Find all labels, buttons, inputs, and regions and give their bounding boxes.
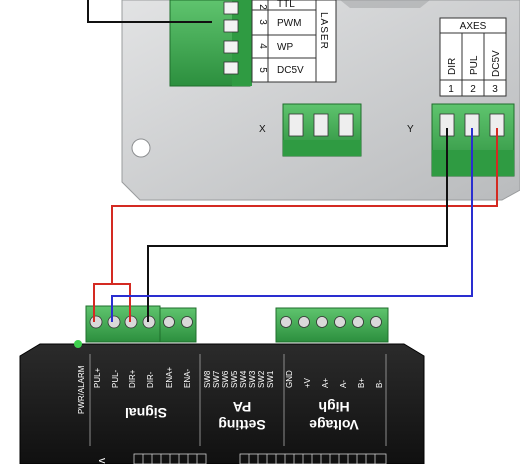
x-axis-label: X	[259, 124, 266, 135]
laser-pin-num: 2	[257, 4, 268, 10]
signal-section-title: Signal	[125, 405, 167, 421]
signal-pin-label: PUL-	[111, 369, 120, 388]
signal-pin-label: DIR-	[146, 371, 155, 388]
dip-switch-label: SW5	[230, 370, 239, 388]
laser-wire	[87, 0, 212, 23]
signal-pin-label: PUL+	[93, 367, 102, 388]
laser-pin-num: 5	[257, 67, 268, 73]
wiring	[93, 128, 498, 322]
enable-pin-label: ENA-	[183, 369, 192, 388]
laser-pin-label: TTL	[277, 0, 295, 10]
axes-pin-num: 3	[492, 84, 498, 95]
laser-pin-table	[251, 0, 337, 83]
power-terminal	[275, 307, 389, 343]
mounting-hole	[131, 138, 151, 158]
axes-pin-label: DIR	[447, 58, 458, 75]
y-axis-label: Y	[407, 124, 414, 135]
dip-switch-label: SW6	[221, 370, 230, 388]
power-pin-label: B+	[357, 378, 366, 388]
laser-pin-num: 4	[257, 43, 268, 49]
red-wire-dc5v	[111, 128, 498, 284]
stepper-driver: PWR/ALARM PUL+ PUL- DIR+ DIR- ENA+ ENA- …	[19, 305, 425, 464]
dip-switch-label: SW3	[248, 370, 257, 388]
power-pin-label: A+	[321, 378, 330, 388]
pwr-alarm-label: PWR/ALARM	[77, 365, 86, 414]
edge-label: ve	[96, 458, 108, 464]
axes-pin-label: DC5V	[491, 50, 502, 77]
black-wire-dir	[147, 128, 448, 322]
power-pin-label: +V	[303, 377, 312, 388]
dip-switch-label: SW8	[203, 370, 212, 388]
setting-section-title-line1: PA	[233, 399, 251, 415]
dip-switch-label: SW1	[266, 370, 275, 388]
power-pin-label: B-	[375, 380, 384, 388]
x-axis-terminal: X	[259, 103, 362, 157]
dip-switch-label: SW2	[257, 370, 266, 388]
red-wire-jumper	[93, 283, 131, 322]
axes-pin-label: PUL	[469, 55, 480, 75]
setting-section-title-line2: Setting	[218, 417, 265, 433]
axes-pin-table: AXES DIR PUL DC5V 1 2 3	[439, 17, 507, 97]
power-led	[74, 340, 82, 348]
axes-pin-num: 2	[470, 84, 476, 95]
axes-pin-num: 1	[448, 84, 454, 95]
laser-connector: 2 3 4 5 TTL PWM WP DC5V LASER	[169, 0, 337, 87]
voltage-section-title-line1: High	[318, 399, 349, 415]
laser-section-title: LASER	[318, 12, 329, 50]
laser-pin-sockets	[223, 1, 239, 75]
power-pin-label: A-	[339, 380, 348, 388]
blue-wire-pul	[111, 128, 473, 322]
voltage-section-title-line2: Voltage	[309, 417, 359, 433]
laser-pin-num: 3	[257, 19, 268, 25]
laser-pin-label: WP	[277, 42, 293, 53]
axes-section-title: AXES	[460, 21, 487, 32]
driver-table-strip	[133, 453, 387, 464]
power-pin-label: GND	[285, 370, 294, 388]
laser-pin-label: DC5V	[277, 65, 304, 76]
signal-pin-label: DIR+	[128, 369, 137, 388]
enable-terminal	[159, 307, 197, 343]
dip-switch-label: SW4	[239, 370, 248, 388]
enable-pin-label: ENA+	[165, 367, 174, 388]
laser-pin-label: PWM	[277, 18, 301, 29]
dip-switch-label: SW7	[212, 370, 221, 388]
controller-board: 2 3 4 5 TTL PWM WP DC5V LASER AXES DIR P…	[121, 0, 520, 201]
